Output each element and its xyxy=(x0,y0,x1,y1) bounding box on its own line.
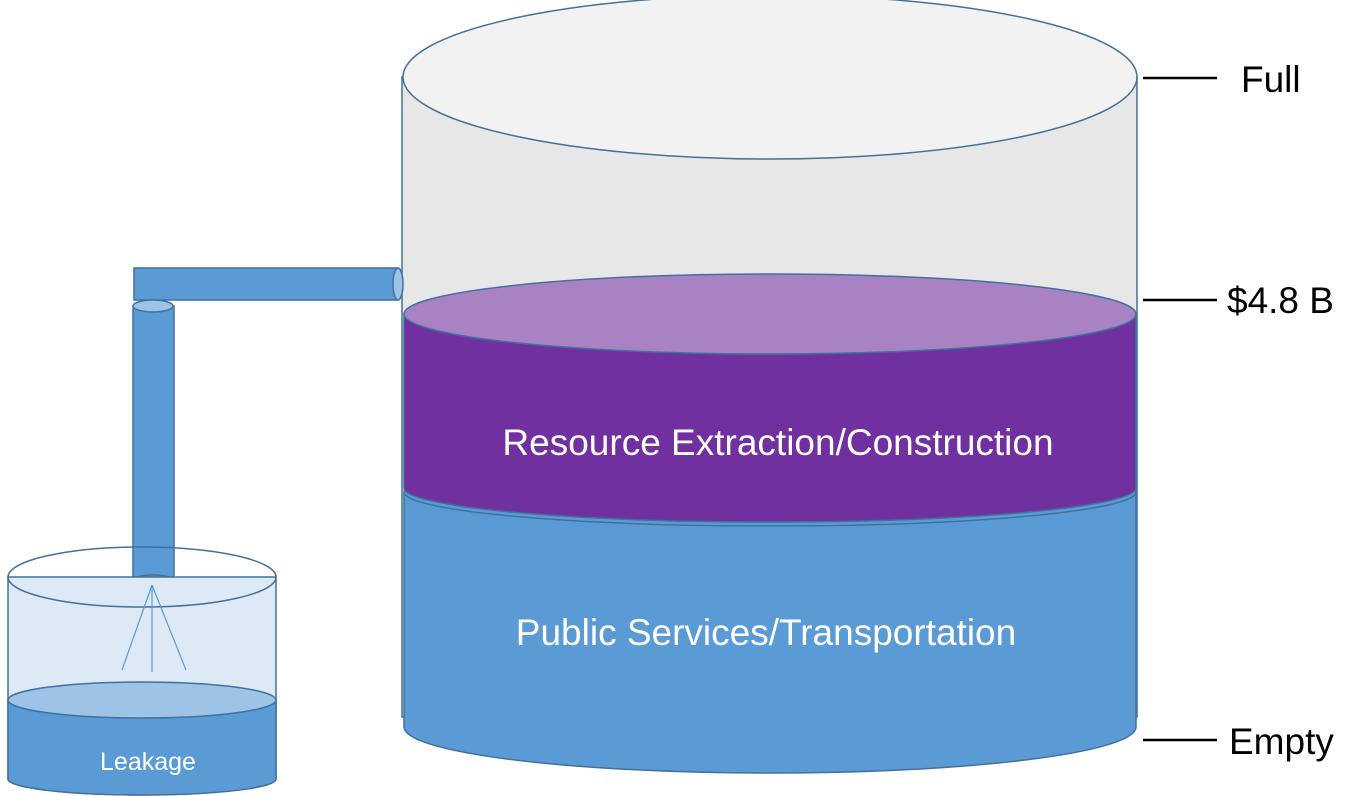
bucket-water-surface xyxy=(7,681,277,719)
blue-layer-body xyxy=(403,491,1137,774)
pipe-horizontal xyxy=(133,267,399,301)
main-tank: Resource Extraction/Construction Public … xyxy=(401,0,1138,774)
marker-label-empty: Empty xyxy=(1229,721,1334,762)
bucket-water xyxy=(7,699,277,796)
pipe-horizontal-end xyxy=(392,267,404,301)
leakage-bucket: Leakage xyxy=(7,546,277,796)
spray-line-left xyxy=(121,584,153,671)
bucket-top-rim xyxy=(7,546,277,608)
layer-label-resource-extraction: Resource Extraction/Construction xyxy=(502,422,1053,463)
pipe-elbow-cap xyxy=(132,299,174,313)
marker-label-full: Full xyxy=(1241,59,1301,100)
purple-layer-surface xyxy=(403,273,1137,355)
layer-label-public-services: Public Services/Transportation xyxy=(516,612,1016,653)
leak-pipe xyxy=(132,267,404,586)
bucket-label-leakage: Leakage xyxy=(100,748,196,776)
purple-layer-body xyxy=(403,313,1137,523)
pipe-vertical xyxy=(132,305,175,583)
spray-line-right xyxy=(151,584,187,671)
marker-label-current: $4.8 B xyxy=(1227,280,1334,321)
tank-layer-resource-extraction xyxy=(403,273,1137,523)
tank-top-rim xyxy=(402,0,1138,160)
level-markers: Full $4.8 B Empty xyxy=(1143,59,1334,762)
